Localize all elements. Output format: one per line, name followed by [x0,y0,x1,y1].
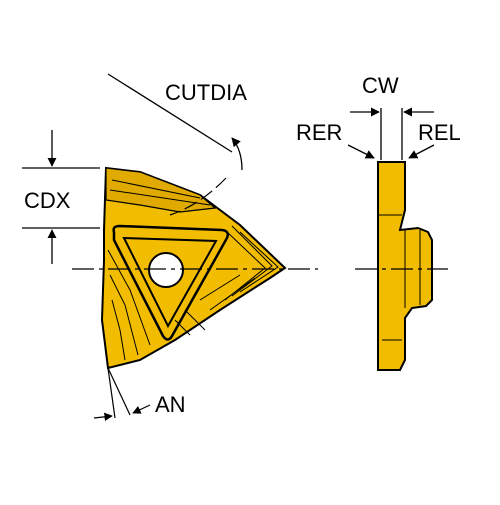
an-label: AN [155,392,186,417]
rer-arrow [347,144,375,159]
an-arrow-left [93,412,113,422]
rel-arrow [408,144,435,159]
cutdia-leader-line [107,73,233,153]
an-arrow-right [132,404,151,414]
rake-line [111,179,201,199]
rake-line [109,189,211,206]
cdx-dimension: CDX [22,130,100,264]
an-line-2 [107,367,116,419]
cw-dimension: CW [350,73,434,160]
clamping-triangle-outer [112,224,230,341]
rel-label: REL [418,120,461,145]
cutdia-arc [231,137,243,171]
insert-front-view [72,166,318,370]
an-line-1 [107,367,131,416]
rer-label: RER [296,120,342,145]
an-dimension: AN [93,367,186,422]
facet-lines-left [107,249,206,361]
cw-label: CW [362,73,399,98]
rel-dimension: REL [408,120,461,159]
cutdia-dashed-arc [169,177,227,216]
cutdia-dimension: CUTDIA [107,73,247,216]
facet-lines-right [199,225,279,311]
center-hole [148,252,184,288]
rer-dimension: RER [296,120,375,159]
cdx-label: CDX [24,188,71,213]
insert-side-view [355,161,448,371]
cutdia-label: CUTDIA [165,80,247,105]
clamping-triangle-inner [122,236,218,329]
